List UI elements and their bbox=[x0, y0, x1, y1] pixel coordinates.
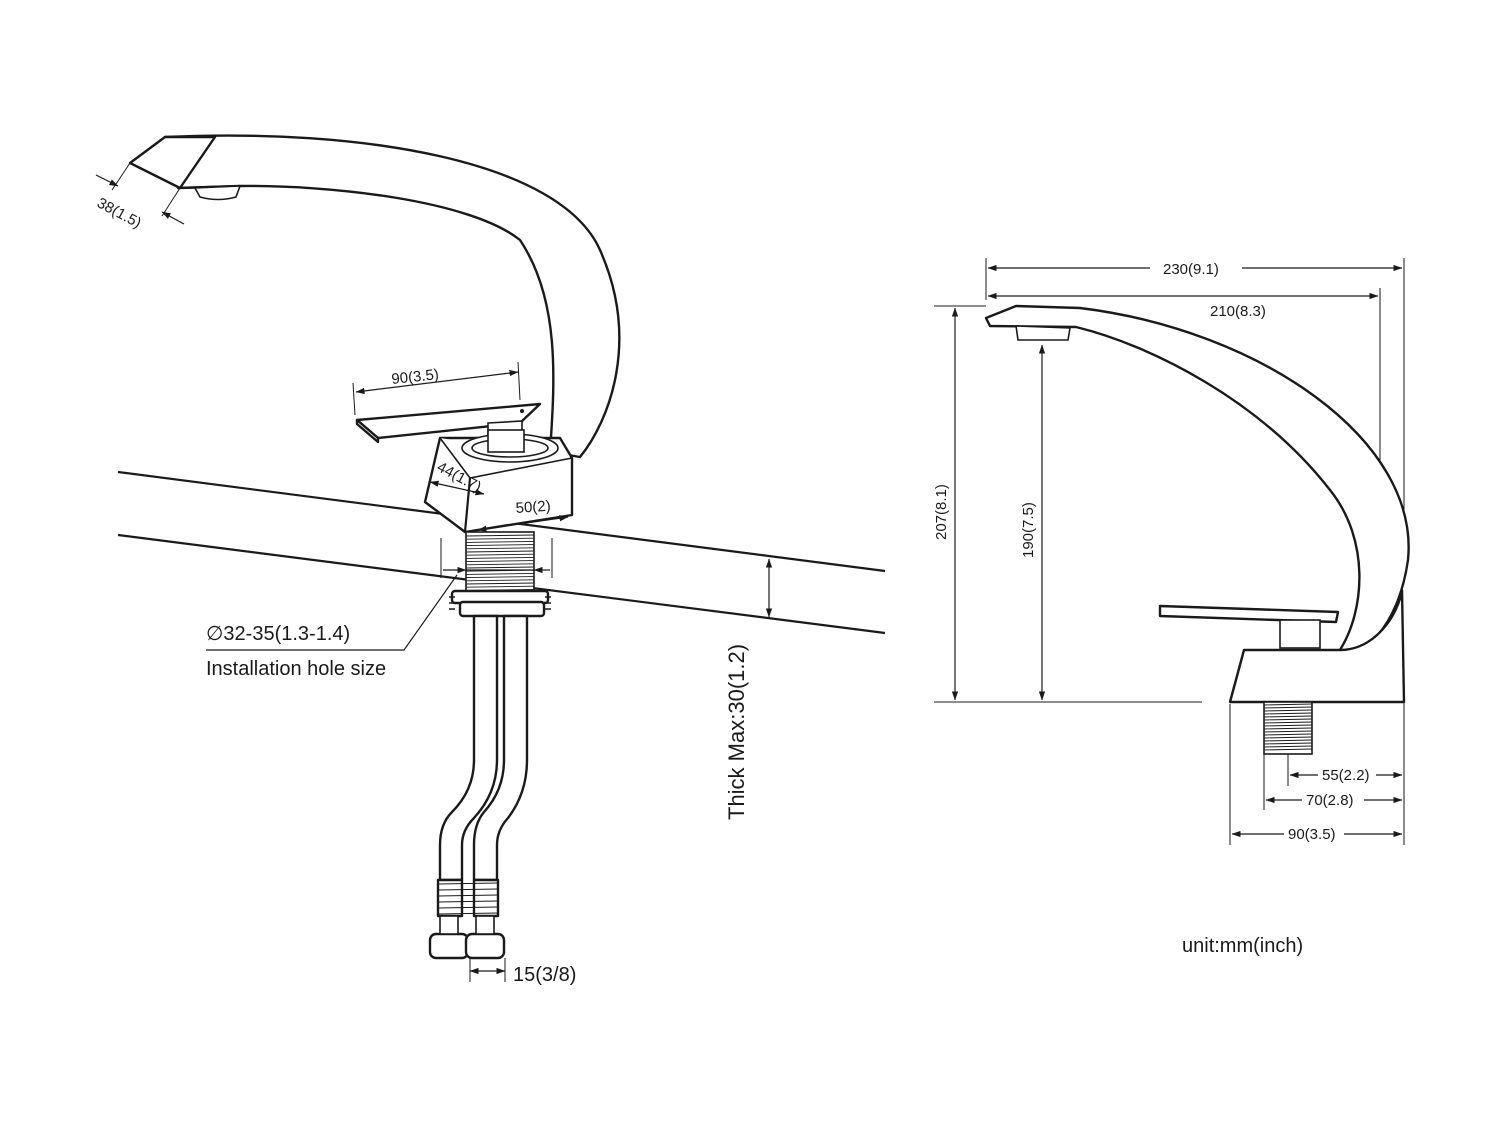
thread-line bbox=[1263, 730, 1313, 733]
thread-line bbox=[465, 544, 535, 547]
thread-line bbox=[1263, 706, 1313, 709]
thread-line bbox=[1263, 745, 1313, 748]
side-base bbox=[1228, 588, 1406, 704]
thread-line bbox=[465, 560, 535, 563]
thread-to-back-label: 55(2.2) bbox=[1322, 767, 1370, 784]
thread-line bbox=[465, 537, 535, 540]
thread-line bbox=[1263, 736, 1313, 739]
thread-line bbox=[1263, 727, 1313, 730]
thread-line bbox=[1263, 703, 1313, 706]
thread-line bbox=[465, 553, 535, 556]
side-handle bbox=[1158, 604, 1340, 649]
hose-connector-dimension bbox=[469, 958, 506, 982]
spout-height-label: 190(7.5) bbox=[1020, 502, 1037, 558]
base-to-back-label: 70(2.8) bbox=[1306, 792, 1354, 809]
overall-length-dimension bbox=[985, 258, 1405, 520]
spout-width-label: 38(1.5) bbox=[94, 195, 144, 232]
front-threaded-shank bbox=[465, 531, 535, 597]
side-view: 230(9.1) 210(8.3) bbox=[933, 258, 1410, 957]
thread-line bbox=[1263, 748, 1313, 751]
overall-length-label: 230(9.1) bbox=[1163, 261, 1219, 278]
thread-line bbox=[465, 582, 535, 585]
front-view: 38(1.5) 90(3.5) bbox=[94, 134, 886, 986]
base-width-label: 50(2) bbox=[515, 498, 551, 517]
handle-length-label: 90(3.5) bbox=[391, 366, 440, 388]
thread-line bbox=[1263, 712, 1313, 715]
thread-line bbox=[465, 534, 535, 537]
bottom-dimensions bbox=[1229, 702, 1405, 845]
front-mounting-nut bbox=[449, 589, 551, 618]
front-base bbox=[423, 429, 574, 534]
thread-line bbox=[465, 563, 535, 566]
thread-line bbox=[1263, 739, 1313, 742]
overall-height-dimension bbox=[934, 305, 1202, 703]
thread-line bbox=[465, 576, 535, 579]
hole-diameter-dimension bbox=[206, 538, 553, 651]
thread-line bbox=[1263, 742, 1313, 745]
overall-height-label: 207(8.1) bbox=[933, 484, 950, 540]
spout-reach-label: 210(8.3) bbox=[1210, 303, 1266, 320]
thread-line bbox=[1263, 718, 1313, 721]
thread-line bbox=[465, 579, 535, 582]
thread-line bbox=[465, 566, 535, 569]
hose-connector-label: 15(3/8) bbox=[513, 964, 576, 986]
side-spout bbox=[984, 304, 1410, 653]
thread-line bbox=[437, 906, 499, 909]
hole-caption: Installation hole size bbox=[206, 658, 386, 680]
thread-line bbox=[465, 572, 535, 575]
thread-line bbox=[437, 900, 499, 903]
side-threaded-shank bbox=[1263, 701, 1313, 755]
thread-line bbox=[437, 894, 499, 897]
unit-note: unit:mm(inch) bbox=[1182, 935, 1303, 957]
thread-line bbox=[1263, 709, 1313, 712]
thread-line bbox=[465, 550, 535, 553]
thread-line bbox=[437, 882, 499, 885]
thread-line bbox=[1263, 721, 1313, 724]
thread-line bbox=[465, 556, 535, 559]
spout-width-dimension bbox=[95, 162, 185, 225]
hole-diameter-label: ∅32-35(1.3-1.4) bbox=[206, 623, 350, 645]
thread-line bbox=[437, 888, 499, 891]
thread-line bbox=[465, 585, 535, 588]
front-spout bbox=[128, 134, 621, 459]
thread-line bbox=[1263, 724, 1313, 727]
handle-length-dimension bbox=[352, 361, 521, 416]
thread-line bbox=[465, 547, 535, 550]
thread-line bbox=[437, 912, 499, 915]
thread-line bbox=[1263, 715, 1313, 718]
thread-line bbox=[465, 540, 535, 543]
thickness-label: Thick Max:30(1.2) bbox=[724, 644, 749, 820]
thread-line bbox=[1263, 733, 1313, 736]
base-dimensions bbox=[429, 480, 569, 532]
supply-hoses bbox=[428, 614, 529, 960]
base-length-label: 90(3.5) bbox=[1288, 826, 1336, 843]
